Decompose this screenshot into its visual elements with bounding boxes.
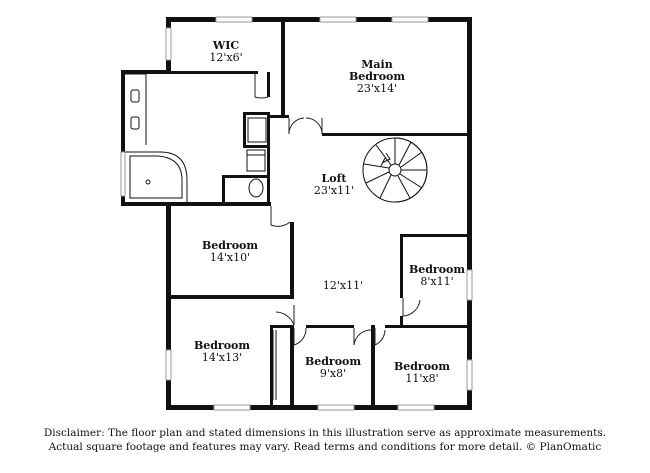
room-bedroom-1: Bedroom 14'x10' (202, 239, 258, 264)
room-dims: 14'x10' (210, 251, 250, 264)
room-hall: 12'x11' (323, 279, 363, 292)
room-dims: 12'x6' (209, 51, 242, 64)
spiral-stairs (362, 137, 428, 203)
room-name: WIC (212, 39, 239, 52)
room-dims: 9'x8' (320, 367, 346, 380)
disclaimer: Disclaimer: The floor plan and stated di… (0, 426, 650, 454)
room-bedroom-3: Bedroom 14'x13' (194, 339, 250, 364)
room-name: Bedroom (202, 239, 258, 252)
room-dims: 14'x13' (202, 351, 242, 364)
room-name: Bedroom (409, 263, 465, 276)
room-dims: 11'x8' (405, 372, 438, 385)
windows (120, 16, 473, 411)
room-bedroom-4: Bedroom 9'x8' (305, 355, 361, 380)
room-wic: WIC 12'x6' (209, 39, 242, 64)
room-dims: 12'x11' (323, 279, 363, 292)
room-loft: Loft 23'x11' (314, 172, 354, 197)
exterior-walls (121, 17, 472, 410)
room-name: Bedroom (394, 360, 450, 373)
room-name: Bedroom (305, 355, 361, 368)
doors (254, 74, 421, 400)
disclaimer-line-2: Actual square footage and features may v… (48, 441, 602, 453)
room-name: Bedroom (194, 339, 250, 352)
room-name: Bedroom (349, 70, 405, 83)
bath-fixtures (125, 73, 267, 202)
room-main-bedroom: Main Bedroom 23'x14' (349, 58, 405, 95)
room-bedroom-2: Bedroom 8'x11' (409, 263, 465, 288)
interior-walls (166, 17, 472, 410)
room-dims: 23'x11' (314, 184, 354, 197)
room-dims: 8'x11' (420, 275, 453, 288)
room-bedroom-5: Bedroom 11'x8' (394, 360, 450, 385)
disclaimer-line-1: Disclaimer: The floor plan and stated di… (43, 427, 607, 439)
room-dims: 23'x14' (357, 82, 397, 95)
room-name: Loft (322, 172, 348, 185)
room-name: Main (361, 58, 392, 71)
